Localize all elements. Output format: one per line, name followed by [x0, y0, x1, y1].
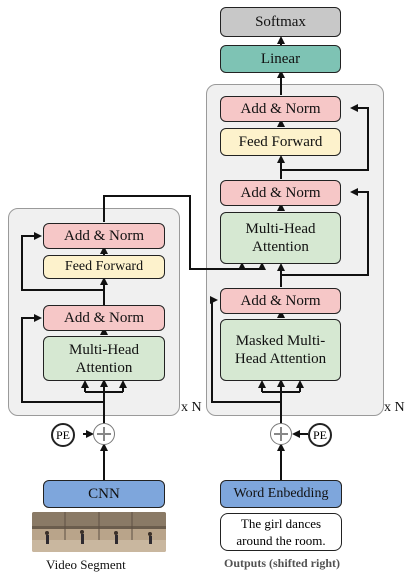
encoder-bottom-add-norm: Add & Norm — [43, 305, 165, 331]
encoder-add-icon — [93, 423, 115, 445]
decoder-add-icon — [270, 423, 292, 445]
decoder-repeat-label: x N — [384, 400, 405, 415]
linear-block: Linear — [220, 45, 341, 73]
encoder-repeat-label: x N — [181, 400, 202, 415]
decoder-mid-add-norm: Add & Norm — [220, 180, 341, 206]
softmax-block: Softmax — [220, 7, 341, 37]
encoder-pe-badge: PE — [51, 423, 75, 447]
decoder-masked-attention: Masked Multi-Head Attention — [220, 319, 341, 381]
decoder-cross-attention: Multi-Head Attention — [220, 212, 341, 264]
word-embedding-block: Word Enbedding — [220, 480, 342, 508]
decoder-pe-badge: PE — [308, 423, 332, 447]
video-frames-image — [32, 512, 166, 552]
decoder-top-add-norm: Add & Norm — [220, 96, 341, 122]
encoder-feed-forward: Feed Forward — [43, 255, 165, 279]
encoder-top-add-norm: Add & Norm — [43, 223, 165, 249]
outputs-label: Outputs (shifted right) — [224, 556, 341, 570]
decoder-feed-forward: Feed Forward — [220, 128, 341, 156]
cnn-block: CNN — [43, 480, 165, 508]
encoder-attention: Multi-Head Attention — [43, 336, 165, 381]
decoder-bottom-add-norm: Add & Norm — [220, 288, 341, 314]
video-segment-label: Video Segment — [46, 557, 126, 572]
caption-bubble: The girl dances around the room. — [220, 513, 342, 551]
